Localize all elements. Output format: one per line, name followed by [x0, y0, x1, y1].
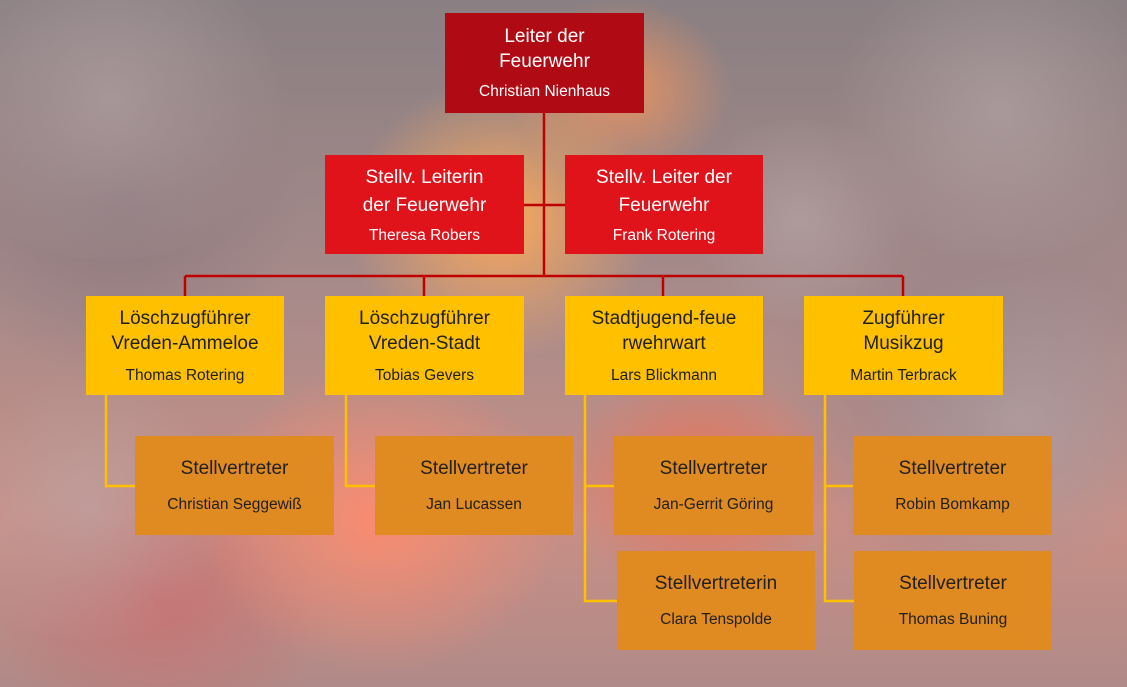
deputy-2-name: Frank Rotering — [612, 226, 716, 244]
sub-3b-box: Stellvertreterin Clara Tenspolde — [617, 551, 815, 650]
sub-1-title: Stellvertreter — [180, 458, 289, 479]
sub-4a-box: Stellvertreter Robin Bomkamp — [853, 436, 1052, 535]
sub-4b-box: Stellvertreter Thomas Buning — [854, 551, 1052, 650]
leader-name: Christian Nienhaus — [479, 83, 610, 100]
sub-1-name: Christian Seggewiß — [167, 496, 302, 513]
deputy-2-title: Stellv. Leiter der Feuerwehr — [596, 166, 732, 216]
unit-4-box: Zugführer Musikzug Martin Terbrack — [804, 296, 1003, 395]
sub-1-connector — [104, 395, 136, 488]
sub-3a-box: Stellvertreter Jan-Gerrit Göring — [614, 436, 813, 535]
sub-2-name: Jan Lucassen — [426, 496, 522, 513]
sub-3b-name: Clara Tenspolde — [660, 611, 772, 628]
sub-3a-name: Jan-Gerrit Göring — [653, 496, 774, 513]
sub-3b-connector — [583, 486, 618, 603]
unit-1-title: Löschzugführer Vreden-Ammeloe — [111, 307, 259, 354]
unit-4-title: Zugführer Musikzug — [862, 307, 945, 354]
deputy-1-title: Stellv. Leiterin der Feuerwehr — [362, 166, 487, 216]
sub-4b-connector — [823, 486, 855, 603]
unit-3-name: Lars Blickmann — [611, 366, 717, 384]
unit-2-name: Tobias Gevers — [374, 366, 475, 384]
sub-4b-title: Stellvertreter — [899, 573, 1007, 594]
sub-2-connector — [344, 395, 376, 488]
deputy-2-box: Stellv. Leiter der Feuerwehr Frank Roter… — [565, 155, 763, 254]
sub-1-box: Stellvertreter Christian Seggewiß — [135, 436, 334, 535]
sub-2-box: Stellvertreter Jan Lucassen — [375, 436, 573, 535]
unit-1-box: Löschzugführer Vreden-Ammeloe Thomas Rot… — [86, 296, 284, 395]
sub-3b-title: Stellvertreterin — [654, 573, 778, 594]
sub-4b-name: Thomas Buning — [898, 611, 1008, 628]
unit-3-box: Stadtjugend-feuerwehrwart Lars Blickmann — [565, 296, 763, 395]
unit-4-name: Martin Terbrack — [850, 366, 957, 384]
deputy-1-name: Theresa Robers — [368, 226, 481, 244]
leader-box: Leiter der Feuerwehr Christian Nienhaus — [445, 13, 644, 113]
leader-title: Leiter der Feuerwehr — [499, 26, 590, 72]
sub-2-title: Stellvertreter — [420, 458, 528, 479]
sub-4a-connector — [823, 395, 854, 488]
sub-3a-connector — [583, 395, 615, 488]
sub-4a-name: Robin Bomkamp — [895, 496, 1010, 513]
unit-2-box: Löschzugführer Vreden-Stadt Tobias Gever… — [325, 296, 524, 395]
unit-3-title: Stadtjugend-feuerwehrwart — [591, 307, 737, 354]
unit-1-name: Thomas Rotering — [125, 366, 245, 384]
unit-2-title: Löschzugführer Vreden-Stadt — [359, 307, 490, 354]
sub-4a-title: Stellvertreter — [898, 458, 1007, 479]
sub-3a-title: Stellvertreter — [659, 458, 768, 479]
deputy-1-box: Stellv. Leiterin der Feuerwehr Theresa R… — [325, 155, 524, 254]
